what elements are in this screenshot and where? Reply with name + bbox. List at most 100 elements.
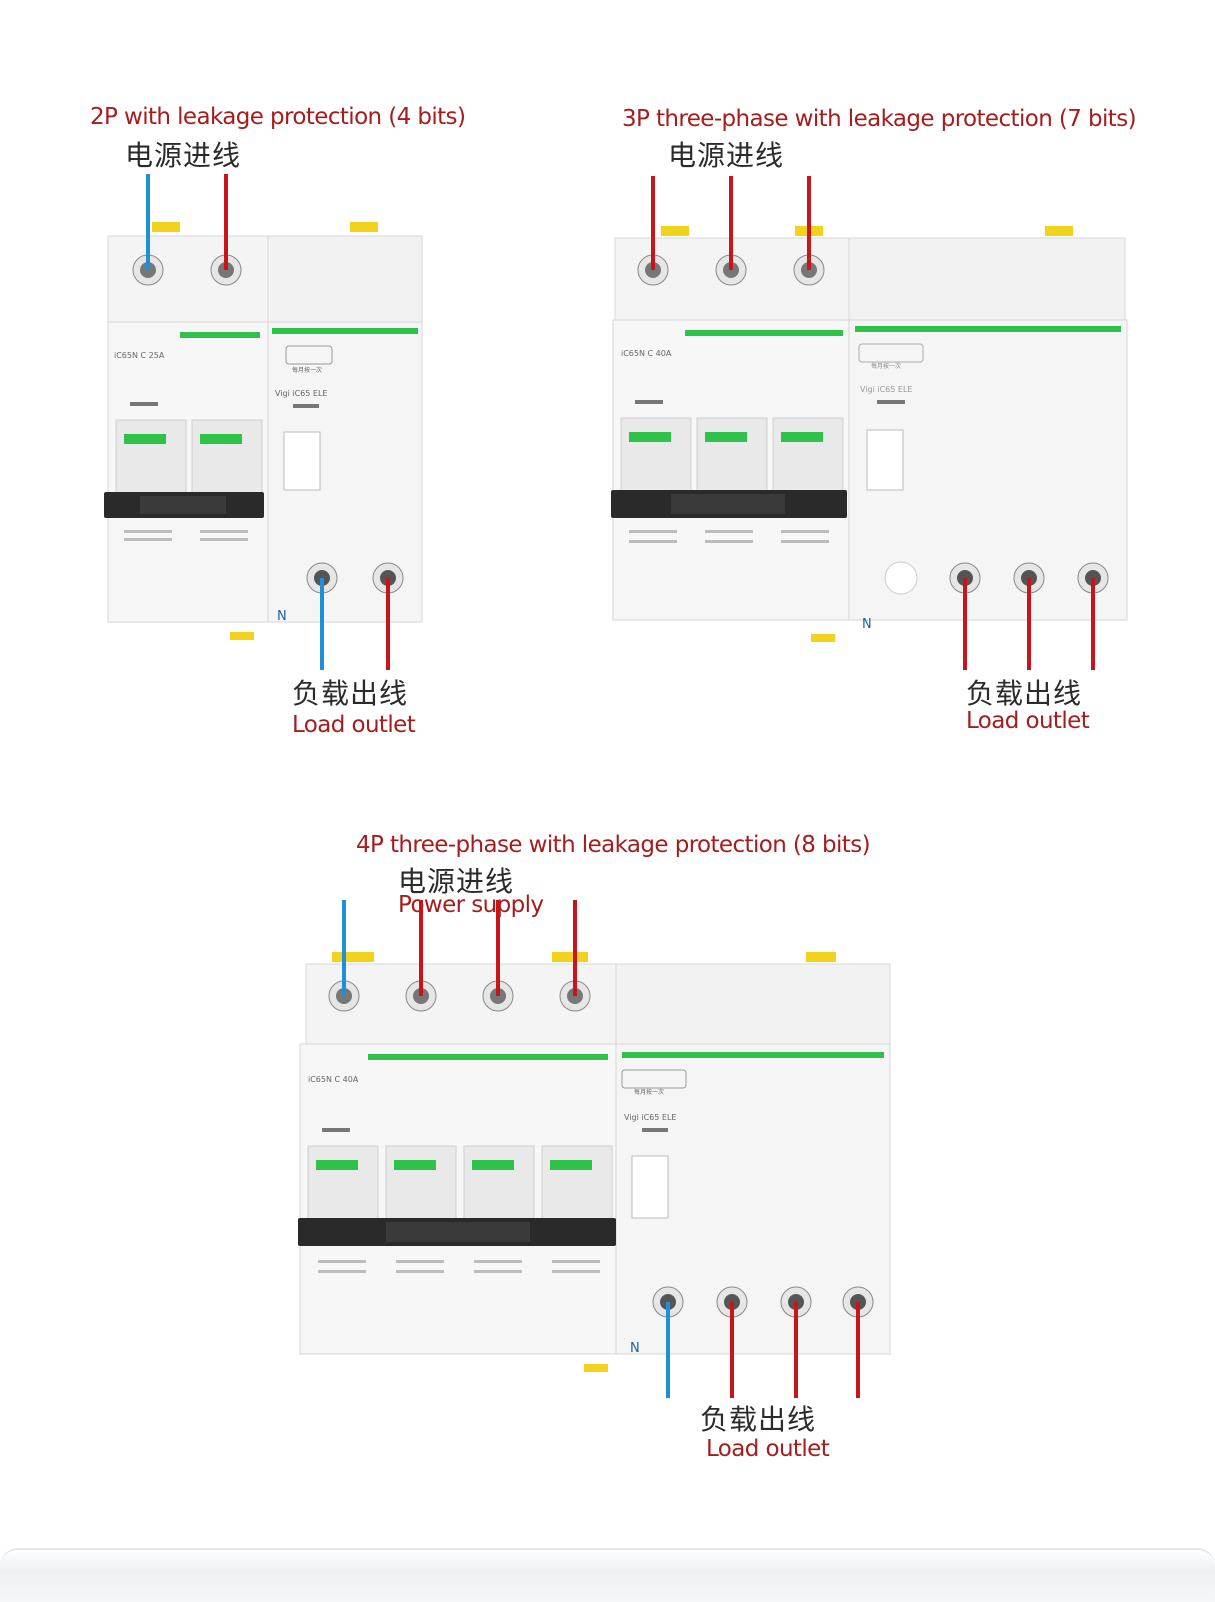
rcd-model-label: Vigi iC65 ELE [624,1113,676,1122]
din-clip [552,952,588,962]
handle-tie-bar [671,494,785,514]
vent-slot [474,1270,522,1273]
load-label-cn: 负载出线 [700,1403,817,1436]
test-instruction-cn: 每月按一次 [292,366,322,374]
test-button[interactable] [285,345,333,365]
green-strip [368,1054,608,1060]
green-strip [180,332,260,338]
din-clip [661,226,689,236]
breaker-4p: iC65N C 40A Vigi iC65 ELE 每月按一次 N [298,900,891,1398]
load-label-en: Load outlet [966,708,1090,734]
pole-cavity [772,417,844,495]
pole-cavity [620,417,692,495]
indicator-mark [877,400,905,404]
vent-slot [396,1260,444,1263]
green-strip [272,328,418,334]
vent-slot [629,540,677,543]
vent-slot [629,530,677,533]
din-clip [152,222,180,232]
breaker-2p: iC65N C 25A Vigi iC65 ELE 每月按一次 N [104,174,423,670]
din-clip [811,634,835,642]
terminal-block-top [107,235,269,327]
indicator-mark [322,1128,350,1132]
rcd-top-block [615,963,891,1047]
on-indicator [550,1160,592,1170]
vent-slot [200,530,248,533]
din-clip [806,952,836,962]
bottom-card-edge [0,1548,1215,1602]
vent-slot [705,540,753,543]
pole-cavity [696,417,768,495]
supply-label-cn: 电源进线 [125,139,242,172]
test-instruction-cn: 每月按一次 [634,1088,664,1096]
vent-slot [781,530,829,533]
din-clip [350,222,378,232]
mcb-rating-label: iC65N C 40A [621,349,672,358]
load-label-en: Load outlet [706,1436,830,1462]
vent-slot [124,530,172,533]
rcd-toggle[interactable] [283,431,321,491]
din-clip [1045,226,1073,236]
neutral-label: N [630,1341,640,1356]
mcb-rating-label: iC65N C 40A [308,1075,359,1084]
green-strip [855,326,1121,332]
rcd-toggle[interactable] [631,1155,669,1219]
on-indicator [705,432,747,442]
test-instruction-cn: 每月按一次 [871,362,901,370]
on-indicator [472,1160,514,1170]
test-button[interactable] [858,343,924,363]
indicator-mark [293,404,319,408]
din-clip [332,952,374,962]
on-indicator [629,432,671,442]
reset-button[interactable] [884,561,918,595]
test-button[interactable] [621,1069,687,1089]
breaker-3p: iC65N C 40A Vigi iC65 ELE 每月按一次 N [611,176,1128,670]
din-clip [584,1364,608,1372]
din-clip [230,632,254,640]
pole-cavity [307,1145,379,1223]
green-strip [685,330,843,336]
indicator-mark [130,402,158,406]
pole-cavity [541,1145,613,1223]
neutral-label: N [277,609,287,624]
vent-slot [474,1260,522,1263]
neutral-label: N [862,617,872,632]
on-indicator [124,434,166,444]
green-strip [622,1052,884,1058]
on-indicator [316,1160,358,1170]
rcd-model-label: Vigi iC65 ELE [860,385,912,394]
vent-slot [396,1270,444,1273]
indicator-mark [635,400,663,404]
vent-slot [124,538,172,541]
on-indicator [200,434,242,444]
rcd-top-block [848,237,1126,327]
rcd-top-block [267,235,423,327]
rcd-toggle[interactable] [866,429,904,491]
on-indicator [781,432,823,442]
on-indicator [394,1160,436,1170]
pole-cavity [115,419,187,496]
supply-label-cn: 电源进线 [398,865,515,898]
pole-cavity [385,1145,457,1223]
panel-title: 3P three-phase with leakage protection (… [622,106,1137,132]
vent-slot [705,530,753,533]
vent-slot [781,540,829,543]
panel-title: 2P with leakage protection (4 bits) [90,104,466,130]
load-label-cn: 负载出线 [966,677,1083,710]
vent-slot [318,1270,366,1273]
supply-label-cn: 电源进线 [668,139,785,172]
vent-slot [200,538,248,541]
mcb-rating-label: iC65N C 25A [114,351,165,360]
vent-slot [318,1260,366,1263]
panel-title: 4P three-phase with leakage protection (… [356,832,871,858]
handle-tie-bar [140,496,226,514]
indicator-mark [642,1128,668,1132]
handle-tie-bar [386,1222,530,1242]
load-label-en: Load outlet [292,712,416,738]
pole-cavity [191,419,263,496]
pole-cavity [463,1145,535,1223]
vent-slot [552,1260,600,1263]
vent-slot [552,1270,600,1273]
rcd-model-label: Vigi iC65 ELE [275,389,327,398]
load-label-cn: 负载出线 [292,677,409,710]
